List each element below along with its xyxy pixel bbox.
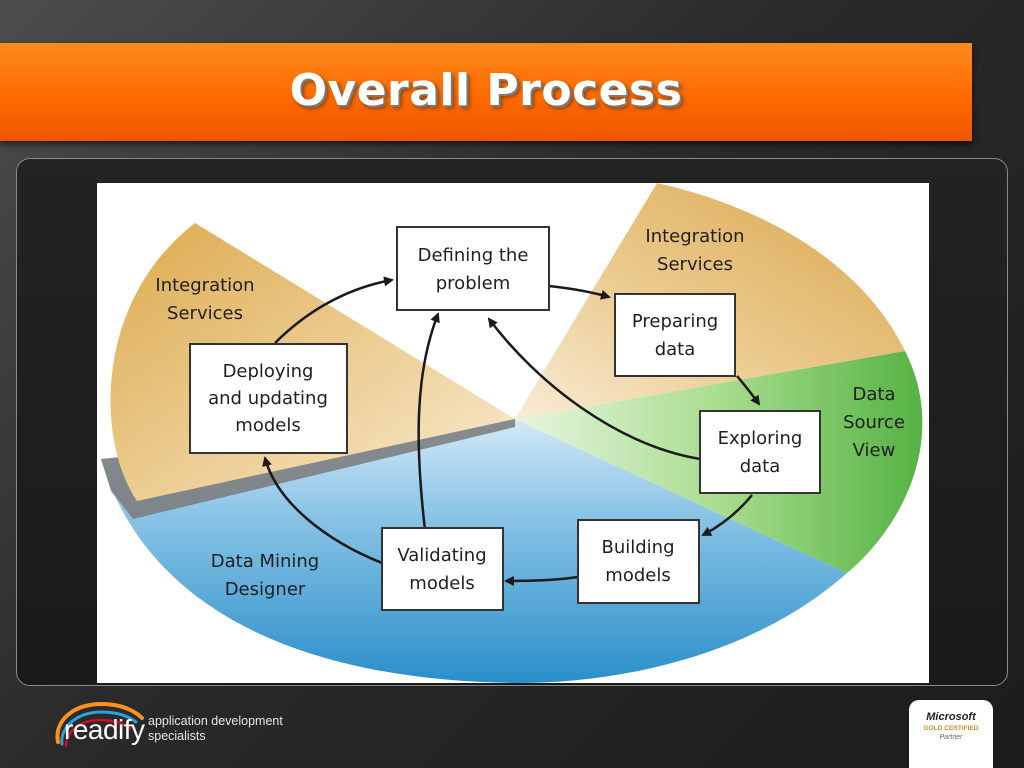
arrow-validating-to-deploying [262,456,383,565]
zone-label-data-source-view-line-3: View [853,440,896,461]
arrow-preparing-to-exploring [736,375,761,406]
node-label-exploring-data-line-2: data [740,456,781,477]
node-label-exploring-data-line-1: Exploring [718,428,803,449]
arrow-building-to-validating [504,575,579,586]
node-box-validating-models [381,527,504,611]
node-labels: Defining the problem Preparing data Expl… [208,245,802,594]
node-label-preparing-data-line-2: data [655,339,696,360]
zone-label-integration-right-line-1: Integration [645,226,744,247]
logo-swoosh-icon [55,701,144,748]
logo-tagline: application development specialists [148,714,283,743]
zone-labels: Integration Services Integration Service… [155,226,905,600]
node-label-building-models-line-1: Building [601,537,674,558]
slide-title: Overall Process [289,65,683,116]
zone-label-integration-left-line-2: Services [167,303,243,324]
node-label-building-models-line-2: models [605,565,670,586]
node-label-deploying-models-line-1: Deploying [223,361,314,382]
badge-level: GOLD CERTIFIED [923,725,979,732]
node-boxes [189,226,821,611]
node-box-deploying-models [189,343,348,454]
node-label-validating-models-line-1: Validating [397,545,486,566]
zone-label-integration-left-line-1: Integration [155,275,254,296]
zone-label-integration-right-line-2: Services [657,254,733,275]
node-box-preparing-data [614,293,736,377]
zone-shadow [101,419,515,519]
microsoft-partner-badge: Microsoft GOLD CERTIFIED Partner [909,700,993,768]
arrow-validating-to-defining [417,312,440,531]
zone-label-data-mining-designer-line-1: Data Mining [211,551,319,572]
diagram-svg: Integration Services Integration Service… [101,183,923,683]
diagram-arrows [262,276,761,586]
node-label-defining-problem-line-2: problem [436,273,510,294]
node-box-building-models [577,519,700,604]
node-label-deploying-models-line-3: models [235,415,300,436]
badge-brand: Microsoft [926,711,976,723]
arrow-deploying-to-defining [274,276,394,344]
zone-label-data-source-view-line-2: Source [843,412,905,433]
node-label-defining-problem-line-1: Defining the [418,245,529,266]
readify-logo: readify application development speciali… [50,698,300,758]
arrow-exploring-to-defining [487,317,701,461]
node-label-preparing-data-line-1: Preparing [632,311,718,332]
logo-wordmark: readify [64,714,145,745]
badge-partner: Partner [939,734,963,741]
node-box-defining-problem [396,226,550,311]
node-label-deploying-models-line-2: and updating [208,388,328,409]
zone-label-data-source-view-line-1: Data [853,384,896,405]
zone-label-data-mining-designer-line-2: Designer [225,579,306,600]
node-box-exploring-data [699,410,821,494]
node-label-validating-models-line-2: models [409,573,474,594]
title-bar: Overall Process [0,43,972,141]
process-diagram: Integration Services Integration Service… [97,183,929,683]
arrow-exploring-to-building [701,494,753,537]
arrow-defining-to-preparing [548,284,611,300]
